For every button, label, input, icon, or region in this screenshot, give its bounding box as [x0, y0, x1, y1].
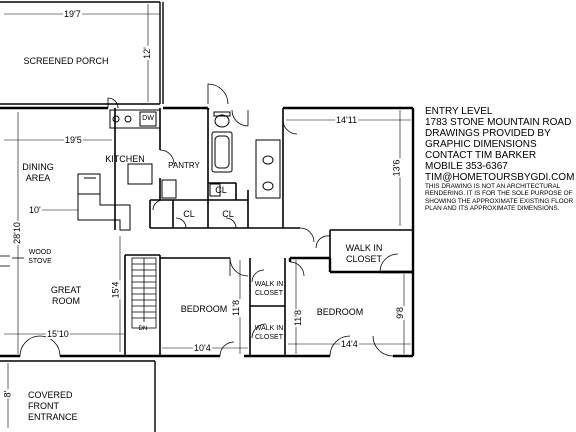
door-swings: [19, 83, 399, 357]
dim-entrance-depth: 8': [2, 389, 13, 399]
room-label-walk-in-closet-line2: CLOSET: [345, 254, 382, 264]
plan-title: ENTRY LEVEL: [425, 106, 493, 117]
kitchen-counters: [77, 109, 177, 231]
dim-bath-width: 14'11: [335, 115, 359, 125]
dim-bedroom-right-depth-b: 9'8: [394, 306, 405, 320]
room-label-bedroom-right: BEDROOM: [316, 307, 364, 317]
info-panel: ENTRY LEVEL 1783 STONE MOUNTAIN ROAD DRA…: [425, 106, 576, 212]
room-label-walk-in-small-a-line2: CLOSET: [254, 290, 283, 297]
disclaimer-line-4: PLAN AND ITS APPROXIMATE DIMENSIONS.: [425, 204, 560, 212]
room-label-covered-line3: ENTRANCE: [28, 412, 78, 422]
stair-down-label: DN: [138, 326, 148, 332]
room-label-wood-stove-line2: STOVE: [28, 258, 52, 265]
room-label-walk-in-closet-line1: WALK IN: [345, 243, 383, 253]
covered-entrance-walls: [0, 360, 156, 432]
dim-dining-width: 10': [28, 205, 42, 215]
room-label-wood-stove-line1: WOOD: [28, 249, 52, 256]
disclaimer-line-2: RENDERING. IT IS FOR THE SOLE PURPOSE OF: [425, 190, 573, 198]
room-label-closet-3: CL: [222, 209, 234, 219]
room-label-bedroom-left: BEDROOM: [180, 304, 228, 314]
room-label-dining-line2: AREA: [25, 173, 51, 183]
dim-porch-width: 19'7: [63, 9, 82, 19]
dim-bedroom-right-depth-a: 11'8: [293, 308, 304, 328]
screened-porch-walls: [0, 1, 164, 105]
dim-stair-side: 15'4: [110, 280, 121, 300]
room-label-great-room-line2: ROOM: [52, 296, 80, 306]
plan-address: 1783 STONE MOUNTAIN ROAD: [425, 117, 572, 128]
email-line: TIM@HOMETOURSBYGDI.COM: [425, 172, 575, 183]
disclaimer-line-3: SHOWING THE APPROXIMATE EXISTING FLOOR: [425, 197, 574, 205]
staircase: [131, 257, 157, 329]
room-label-kitchen: KITCHEN: [105, 154, 145, 164]
dim-bedroom-right-width: 14'4: [340, 339, 359, 349]
credit-line-1: DRAWINGS PROVIDED BY: [425, 128, 551, 139]
credit-line-2: GRAPHIC DIMENSIONS: [425, 139, 537, 150]
room-label-closet-1: CL: [183, 209, 195, 219]
dim-bath-depth: 13'6: [391, 158, 402, 178]
mobile-line: MOBILE 353-6367: [425, 161, 508, 172]
room-label-closet-2: CL: [215, 185, 227, 195]
bath-fixtures: [209, 111, 281, 199]
dim-porch-depth: 12': [141, 46, 152, 60]
dim-great-room-width: 15'10: [46, 329, 70, 339]
dim-kitchen-width: 19'5: [64, 135, 83, 145]
interior-walls: [114, 108, 413, 356]
room-label-dining-line1: DINING: [22, 162, 54, 172]
contact-line: CONTACT TIM BARKER: [425, 150, 537, 161]
room-label-walk-in-small-b-line2: CLOSET: [254, 334, 283, 341]
dim-bedroom-left-depth: 11'8: [231, 298, 242, 318]
room-label-covered-line2: FRONT: [28, 401, 59, 411]
room-label-walk-in-small-a-line1: WALK IN: [254, 281, 284, 288]
dim-bedroom-left-width: 10'4: [193, 343, 212, 353]
house-outer-walls: [0, 106, 415, 358]
room-label-pantry: PANTRY: [168, 161, 200, 170]
room-label-great-room-line1: GREAT: [50, 285, 82, 295]
dim-great-room-depth: 28'10: [11, 221, 22, 245]
room-label-walk-in-small-b-line1: WALK IN: [254, 325, 284, 332]
room-label-covered-line1: COVERED: [28, 390, 73, 400]
room-label-screened-porch: SCREENED PORCH: [23, 56, 109, 66]
disclaimer-line-1: THIS DRAWING IS NOT AN ARCHITECTURAL: [425, 183, 561, 190]
wood-stove-symbol: [0, 255, 24, 267]
dishwasher-label: DW: [142, 115, 154, 122]
